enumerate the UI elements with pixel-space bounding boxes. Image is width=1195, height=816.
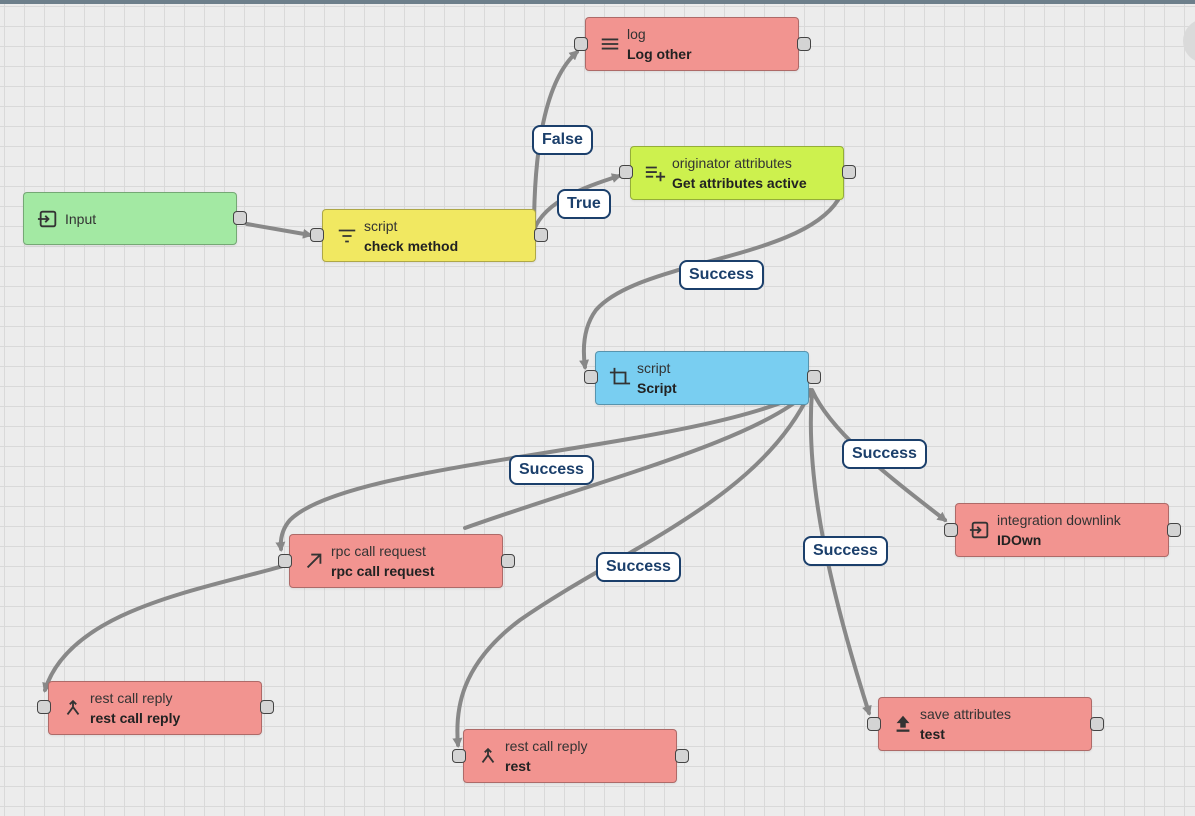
port-rest2-out[interactable]	[675, 749, 689, 763]
node-type: rpc call request	[331, 543, 426, 559]
playlist-add-icon	[644, 162, 666, 184]
edge-label-success-save[interactable]: Success	[803, 536, 888, 566]
node-type: integration downlink	[997, 512, 1121, 528]
port-script-out[interactable]	[807, 370, 821, 384]
node-type: rest call reply	[90, 690, 173, 706]
port-rest2-in[interactable]	[452, 749, 466, 763]
input-icon	[37, 208, 59, 230]
node-integration-downlink[interactable]: integration downlink IDOwn	[955, 503, 1169, 557]
node-name: rpc call request	[331, 563, 435, 579]
merge-icon	[477, 745, 499, 767]
edge-label-success-attributes[interactable]: Success	[679, 260, 764, 290]
node-name: IDOwn	[997, 532, 1042, 548]
edge-label-true[interactable]: True	[557, 189, 611, 219]
port-log-out[interactable]	[797, 37, 811, 51]
merge-icon	[62, 697, 84, 719]
edge-rpc-restreply	[42, 564, 285, 693]
edge-script-rpc-second	[463, 388, 812, 530]
node-name: Script	[637, 380, 677, 396]
node-type: originator attributes	[672, 155, 792, 171]
node-rest-call-reply-1[interactable]: rest call reply rest call reply	[48, 681, 262, 735]
node-name: rest call reply	[90, 710, 181, 726]
node-rpc-call-request[interactable]: rpc call request rpc call request	[289, 534, 503, 588]
upload-icon	[892, 713, 914, 735]
edge-label-success-downlink[interactable]: Success	[842, 439, 927, 469]
port-script-in[interactable]	[584, 370, 598, 384]
arrow-up-right-icon	[303, 550, 325, 572]
port-input-out[interactable]	[233, 211, 247, 225]
node-name: Log other	[627, 46, 692, 62]
node-script[interactable]: script Script	[595, 351, 809, 405]
top-bar	[0, 0, 1195, 4]
node-label: Input	[65, 210, 97, 227]
node-name: test	[920, 726, 945, 742]
corner-button[interactable]	[1183, 19, 1195, 63]
port-downlink-out[interactable]	[1167, 523, 1181, 537]
node-save-attributes[interactable]: save attributes test	[878, 697, 1092, 751]
edge-script-rest	[452, 390, 812, 748]
edge-input-check	[245, 222, 313, 239]
port-attributes-out[interactable]	[842, 165, 856, 179]
port-rpc-in[interactable]	[278, 554, 292, 568]
input-icon	[969, 519, 991, 541]
edge-label-success-rpc[interactable]: Success	[509, 455, 594, 485]
port-attributes-in[interactable]	[619, 165, 633, 179]
port-rest1-in[interactable]	[37, 700, 51, 714]
node-type: script	[364, 217, 398, 234]
port-check-out[interactable]	[534, 228, 548, 242]
node-type: save attributes	[920, 706, 1012, 722]
node-name: rest	[505, 758, 531, 774]
port-rest1-out[interactable]	[260, 700, 274, 714]
node-type: script	[637, 360, 671, 376]
port-save-out[interactable]	[1090, 717, 1104, 731]
port-downlink-in[interactable]	[944, 523, 958, 537]
node-type: rest call reply	[505, 738, 588, 754]
node-log-other[interactable]: log Log other	[585, 17, 799, 71]
edge-attributes-script	[579, 198, 840, 370]
node-type: log	[627, 26, 646, 42]
port-log-in[interactable]	[574, 37, 588, 51]
edge-check-log-false	[532, 50, 580, 232]
crop-icon	[609, 367, 631, 389]
node-rest-call-reply-2[interactable]: rest call reply rest	[463, 729, 677, 783]
filter-icon	[336, 225, 358, 247]
node-input[interactable]: Input	[23, 192, 237, 245]
node-get-attributes[interactable]: originator attributes Get attributes act…	[630, 146, 844, 200]
port-save-in[interactable]	[867, 717, 881, 731]
node-name: Get attributes active	[672, 175, 807, 191]
menu-lines-icon	[599, 33, 621, 55]
port-rpc-out[interactable]	[501, 554, 515, 568]
node-name: check method	[364, 237, 459, 254]
edge-script-rpc	[275, 388, 812, 552]
edge-label-success-rest[interactable]: Success	[596, 552, 681, 582]
port-check-in[interactable]	[310, 228, 324, 242]
node-check-method[interactable]: script check method	[322, 209, 536, 262]
edge-label-false[interactable]: False	[532, 125, 593, 155]
